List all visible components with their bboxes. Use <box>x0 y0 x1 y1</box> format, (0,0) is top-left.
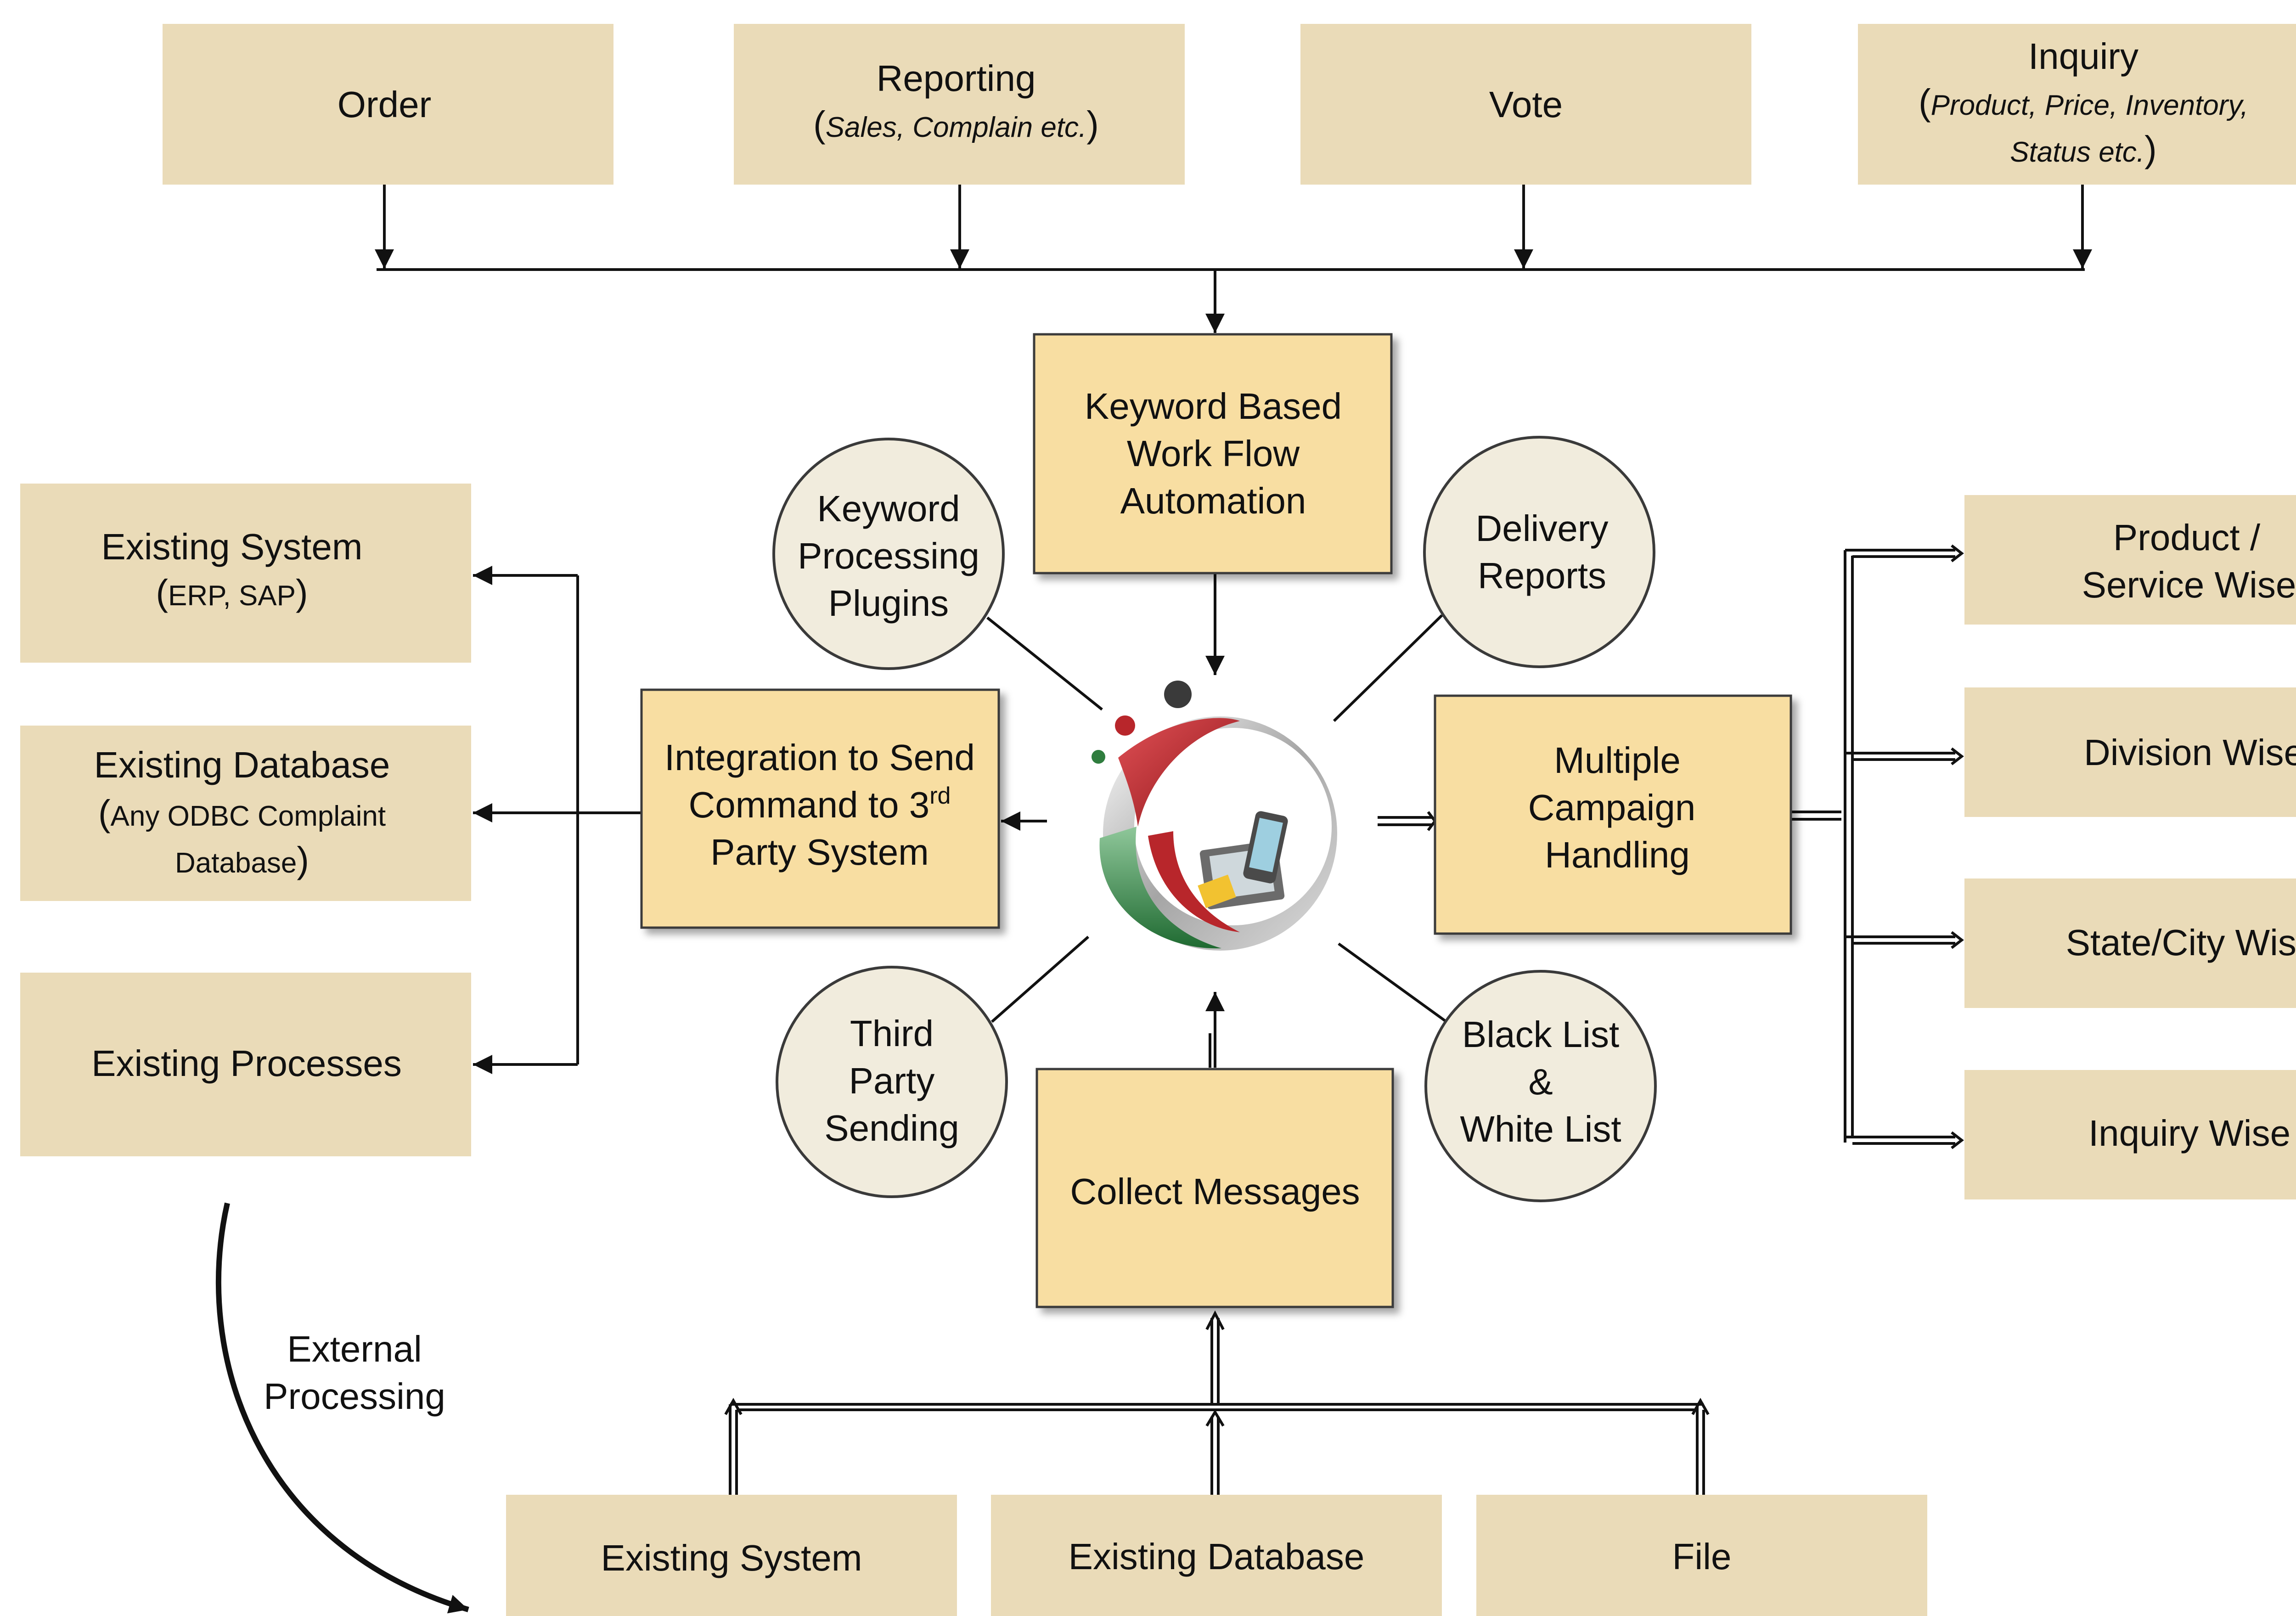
label-delivery-2: Reports <box>1478 555 1606 596</box>
box-keyword-workflow <box>1033 333 1393 574</box>
box-vote: Vote <box>1300 24 1751 185</box>
label-collect: Collect Messages <box>1070 1171 1360 1212</box>
label-inquiry-sub-1: Product, Price, Inventory, <box>1931 90 2248 121</box>
box-order: Order <box>163 24 613 185</box>
label-plugins-3: Plugins <box>828 583 949 624</box>
box-existing-processes: Existing Processes <box>20 973 471 1156</box>
label-blacklist-2: & <box>1528 1061 1553 1102</box>
label-left-database-sub-2: Database <box>175 847 297 879</box>
box-collect <box>1035 1068 1394 1308</box>
circle-keyword-plugins: Keyword Processing Plugins <box>772 438 1005 670</box>
label-bottom-file: File <box>1672 1536 1732 1577</box>
label-bottom-database: Existing Database <box>1069 1536 1365 1577</box>
label-third-1: Third <box>850 1013 934 1054</box>
connectors <box>215 184 2092 1614</box>
label-integration-1: Integration to Send <box>664 737 975 778</box>
circle-third-party: Third Party Sending <box>776 966 1008 1198</box>
label-campaign-2: Campaign <box>1528 787 1696 828</box>
label-delivery-1: Delivery <box>1476 508 1609 549</box>
label-inquiry-wise: Inquiry Wise <box>2088 1113 2290 1154</box>
box-existing-database-bottom: Existing Database <box>991 1495 1442 1616</box>
label-plugins-2: Processing <box>798 535 979 576</box>
label-order: Order <box>338 84 432 125</box>
box-inquiry: Inquiry (Product, Price, Inventory, Stat… <box>1858 24 2296 185</box>
label-third-3: Sending <box>824 1108 959 1149</box>
box-reporting: Reporting (Sales, Complain etc.) <box>734 24 1185 185</box>
label-external-2: Processing <box>264 1376 445 1417</box>
box-integration <box>640 688 1000 929</box>
label-third-2: Party <box>849 1060 935 1101</box>
circle-black-white-list: Black List & White List <box>1424 970 1657 1202</box>
label-external-1: External <box>287 1329 422 1369</box>
label-integration-2-wrap: Command to 3rd <box>689 783 951 825</box>
label-bottom-system: Existing System <box>601 1537 862 1578</box>
label-inquiry-sub-2: Status etc. <box>2010 136 2144 168</box>
label-reporting: Reporting <box>877 58 1036 99</box>
label-blacklist-1: Black List <box>1462 1014 1619 1055</box>
label-vote: Vote <box>1489 84 1563 125</box>
label-campaign-3: Handling <box>1545 834 1690 875</box>
box-state-city-wise: State/City Wise <box>1964 878 2296 1008</box>
box-existing-database-left: Existing Database (Any ODBC Complaint Da… <box>20 726 471 901</box>
label-blacklist-3: White List <box>1460 1109 1621 1149</box>
label-left-processes: Existing Processes <box>91 1043 402 1084</box>
label-plugins-1: Keyword <box>817 488 960 529</box>
box-product-service-wise: Product / Service Wise <box>1964 495 2296 625</box>
label-product-2: Service Wise <box>2082 564 2296 605</box>
label-integration-2: Command to 3 <box>689 784 930 825</box>
label-reporting-sub: Sales, Complain etc. <box>826 112 1087 143</box>
center-logo <box>1092 681 1337 951</box>
label-campaign-1: Multiple <box>1554 740 1681 781</box>
label-division: Division Wise <box>2084 732 2296 773</box>
label-left-database-sub-1: Any ODBC Complaint <box>111 800 386 832</box>
label-state: State/City Wise <box>2066 922 2296 963</box>
box-existing-system-bottom: Existing System <box>506 1495 957 1616</box>
label-workflow-3: Automation <box>1120 480 1306 521</box>
label-product-1: Product / <box>2113 517 2261 558</box>
label-left-system-sub: ERP, SAP <box>168 580 296 612</box>
label-integration-sup: rd <box>929 783 951 809</box>
box-inquiry-wise: Inquiry Wise <box>1964 1070 2296 1199</box>
label-inquiry: Inquiry <box>2028 36 2138 77</box>
label-workflow-1: Keyword Based <box>1085 386 1342 427</box>
label-left-system: Existing System <box>101 526 362 567</box>
box-campaign <box>1434 694 1792 935</box>
box-file: File <box>1476 1495 1927 1616</box>
label-workflow-2: Work Flow <box>1127 433 1300 474</box>
box-division-wise: Division Wise <box>1964 687 2296 817</box>
label-integration-3: Party System <box>710 832 929 873</box>
circle-delivery-reports: Delivery Reports <box>1423 436 1655 668</box>
box-existing-system-left: Existing System (ERP, SAP) <box>20 484 471 663</box>
label-left-database: Existing Database <box>94 744 390 785</box>
